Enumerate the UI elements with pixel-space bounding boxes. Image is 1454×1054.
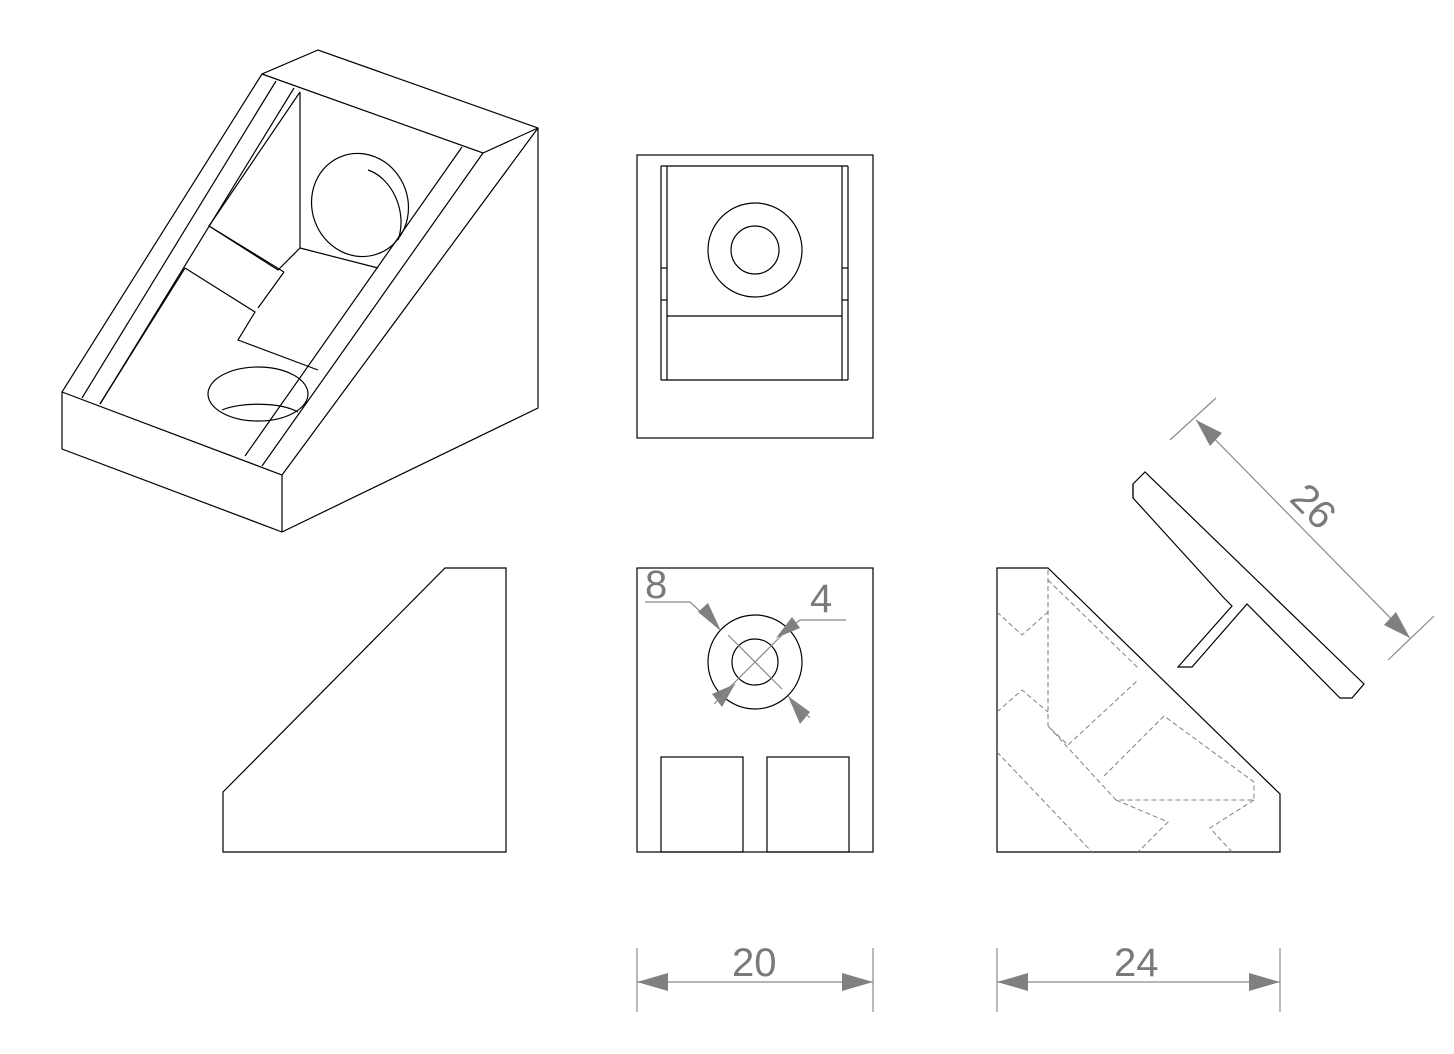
diameter-arrow-outer-top	[698, 603, 721, 631]
profile-arrow-bottom	[1384, 612, 1410, 638]
width-arrow-right	[842, 973, 873, 991]
profile-section	[1132, 471, 1365, 699]
side-view	[222, 567, 507, 853]
diameter-arrow-outer-bottom	[788, 696, 810, 724]
depth-arrow-right	[1249, 973, 1280, 991]
depth-arrow-left	[997, 973, 1028, 991]
width-arrow-left	[637, 973, 668, 991]
profile-length-dimension: 26	[1169, 397, 1435, 661]
isometric-view	[61, 49, 539, 533]
side-view-right	[996, 567, 1281, 853]
diameter-label-outer: 8	[645, 563, 667, 607]
diameter-label-inner: 4	[810, 577, 832, 621]
width-label: 20	[732, 941, 777, 985]
diameter-dimension-inner: 4	[712, 577, 846, 707]
depth-label: 24	[1114, 941, 1159, 985]
front-view	[636, 567, 874, 853]
diameter-arrow-inner-top	[776, 617, 800, 638]
profile-length-label: 26	[1282, 475, 1345, 538]
width-dimension: 20	[636, 941, 874, 1012]
depth-dimension: 24	[996, 941, 1281, 1012]
diameter-dimension-outer: 8	[645, 563, 811, 724]
top-view	[636, 154, 874, 439]
profile-arrow-top	[1196, 420, 1222, 446]
